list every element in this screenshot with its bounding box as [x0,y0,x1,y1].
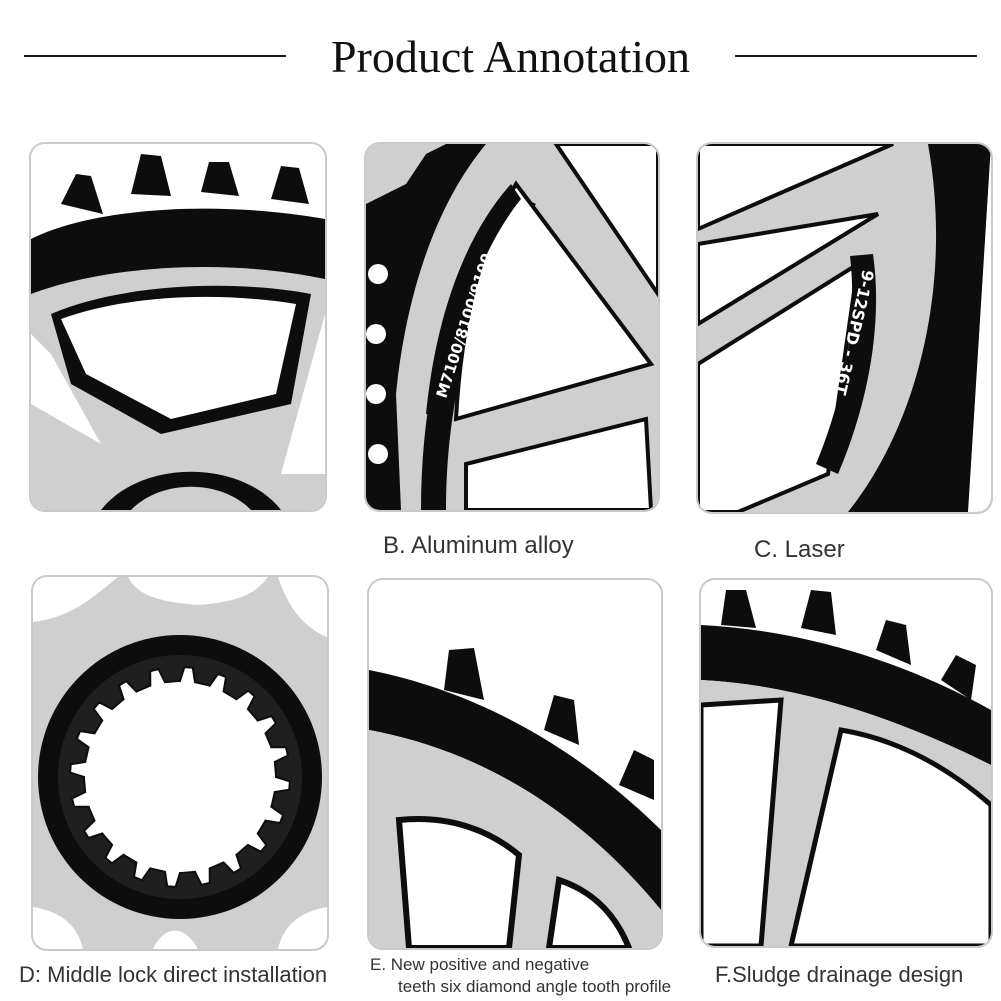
panel-e-tooth-profile [367,578,663,950]
chainring-image-d [33,577,327,949]
panel-f-sludge-drainage [699,578,993,948]
chainring-image-b: M7100/8100/9100 [366,144,658,510]
page-title: Product Annotation [330,31,691,82]
caption-d: D: Middle lock direct installation [19,962,328,987]
panel-d-middle-lock [31,575,329,951]
spline-teeth [69,666,291,888]
chainring-image-a [31,144,325,510]
caption-c: C. Laser [754,536,845,563]
spline-center [69,666,291,888]
chainring-image-e [369,580,661,948]
title-rule-left [24,55,286,57]
caption-e-line1: E. New positive and negative [370,955,590,974]
panel-c-laser: 9-12SPD - 36T [696,142,993,514]
caption-e-line2: teeth six diamond angle tooth profile [398,977,672,996]
caption-f: F.Sludge drainage design [715,962,964,987]
title-rule-right [735,55,977,57]
caption-b: B. Aluminum alloy [383,532,574,559]
chainring-image-c: 9-12SPD - 36T [698,144,991,512]
chainring-image-f [701,580,991,946]
panel-a-teeth-closeup [29,142,327,512]
panel-b-aluminum-alloy: M7100/8100/9100 [364,142,660,512]
